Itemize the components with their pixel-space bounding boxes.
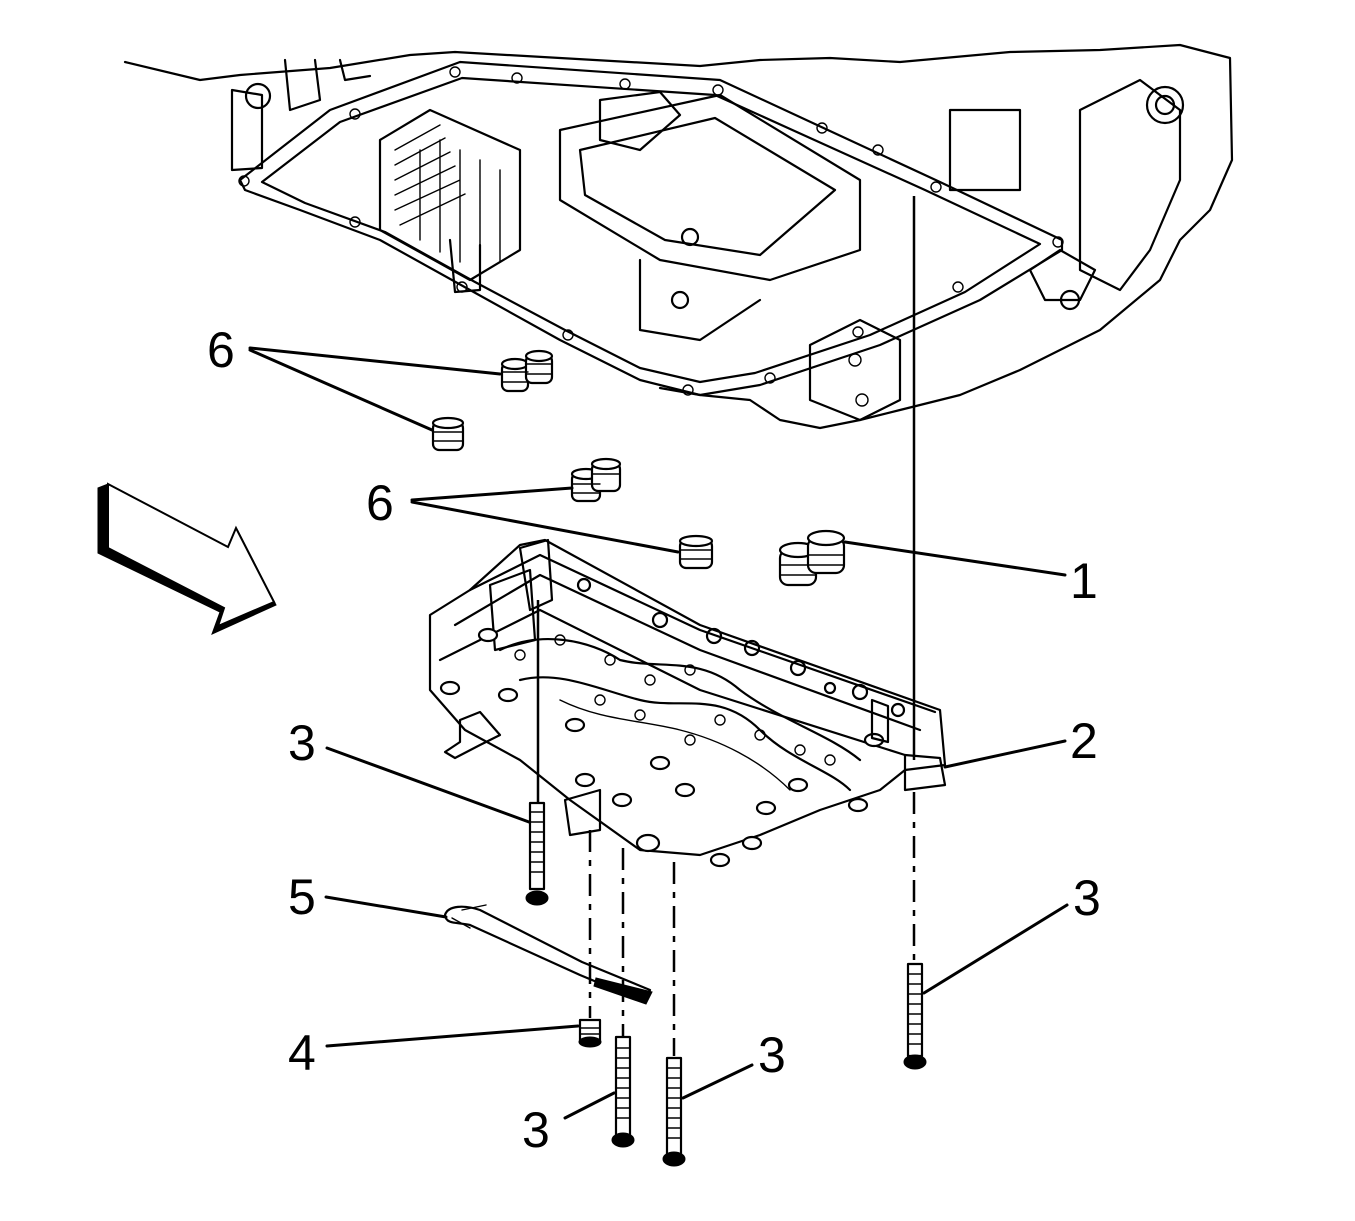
callout-3-left: 3 bbox=[288, 715, 316, 771]
fluid-seal-single-upper bbox=[431, 416, 465, 452]
small-bolt bbox=[578, 1018, 602, 1048]
callout-5: 5 bbox=[288, 869, 316, 925]
callout-6-middle: 6 bbox=[366, 475, 394, 531]
callout-labels: 6 6 1 2 3 3 5 4 3 3 bbox=[207, 322, 1101, 1158]
callout-1: 1 bbox=[1070, 553, 1098, 609]
fluid-seal-single-middle bbox=[678, 534, 714, 570]
valve-body-assembly bbox=[428, 538, 947, 868]
callout-4: 4 bbox=[288, 1025, 316, 1081]
bolt-right bbox=[903, 962, 927, 1070]
callout-6-upper: 6 bbox=[207, 322, 235, 378]
fluid-seal-pair-middle bbox=[570, 457, 622, 503]
bolt-center-left bbox=[611, 1035, 635, 1148]
callout-3-bottom-left: 3 bbox=[522, 1102, 550, 1158]
assembly-alignment-lines bbox=[536, 196, 916, 1056]
callout-2: 2 bbox=[1070, 713, 1098, 769]
transmission-case bbox=[123, 43, 1234, 430]
bolt-left bbox=[525, 801, 549, 906]
callout-leader-lines bbox=[248, 346, 1069, 1120]
wiring-harness-clip bbox=[443, 904, 653, 1005]
fluid-seal-pair-upper bbox=[500, 349, 554, 393]
callout-3-bottom-right: 3 bbox=[758, 1027, 786, 1083]
fluid-connector bbox=[778, 529, 846, 587]
front-direction-arrow-icon bbox=[97, 482, 277, 635]
bolt-center-right bbox=[662, 1056, 686, 1167]
callout-3-right: 3 bbox=[1073, 870, 1101, 926]
